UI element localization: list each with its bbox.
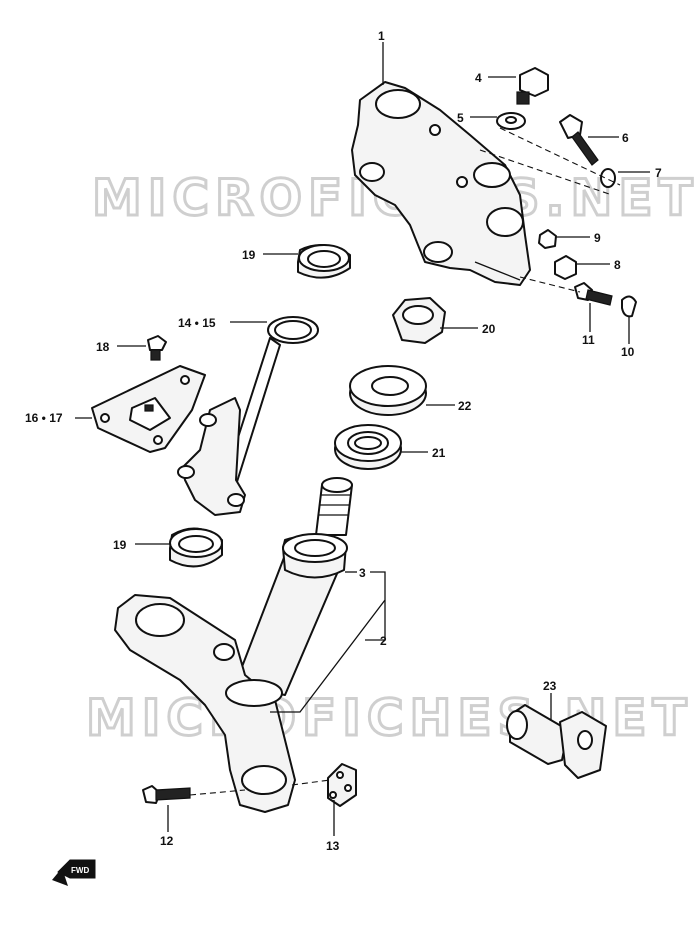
callout-12: 12 bbox=[160, 834, 174, 848]
nut-part-9 bbox=[538, 229, 557, 249]
callout-20: 20 bbox=[482, 322, 496, 336]
nut-part-20 bbox=[392, 297, 446, 344]
callout-21: 21 bbox=[432, 446, 446, 460]
callout-22: 22 bbox=[458, 399, 472, 413]
callout-4: 4 bbox=[475, 71, 482, 85]
callout-8: 8 bbox=[614, 258, 621, 272]
screw-part-18 bbox=[147, 335, 167, 361]
fwd-arrow-icon: FWD bbox=[52, 859, 96, 886]
callout-19-upper: 19 bbox=[242, 248, 256, 262]
steering-lock-part-23 bbox=[506, 704, 607, 779]
clamp-part-13 bbox=[327, 763, 357, 807]
callout-7: 7 bbox=[655, 166, 662, 180]
callout-16-17: 16 • 17 bbox=[25, 411, 63, 425]
callout-14-15: 14 • 15 bbox=[178, 316, 216, 330]
lower-bracket-stem-part-2 bbox=[114, 477, 353, 813]
callout-13: 13 bbox=[326, 839, 340, 853]
callout-5: 5 bbox=[457, 111, 464, 125]
callout-3: 3 bbox=[359, 566, 366, 580]
dust-seal-part-19-lower bbox=[169, 527, 223, 568]
plate-part-16-17 bbox=[91, 365, 206, 453]
bolt-part-11 bbox=[574, 282, 613, 306]
callout-11: 11 bbox=[582, 333, 595, 347]
bolt-part-4 bbox=[516, 67, 549, 105]
stem-tube-part-14-15 bbox=[177, 316, 319, 516]
callout-9: 9 bbox=[594, 231, 601, 245]
bolt-part-6 bbox=[559, 114, 599, 166]
callout-10: 10 bbox=[621, 345, 635, 359]
bearing-part-21 bbox=[334, 424, 402, 470]
upper-bracket-part-1 bbox=[351, 81, 531, 286]
callout-1: 1 bbox=[378, 29, 385, 43]
nut-part-8 bbox=[554, 255, 577, 280]
dust-seal-part-19-upper bbox=[297, 244, 351, 279]
callout-23: 23 bbox=[543, 679, 557, 693]
washer-part-10 bbox=[621, 295, 637, 318]
callout-19-lower: 19 bbox=[113, 538, 127, 552]
bolt-part-12 bbox=[142, 785, 191, 804]
washer-part-7 bbox=[600, 168, 616, 188]
callout-18: 18 bbox=[96, 340, 110, 354]
callout-6: 6 bbox=[622, 131, 629, 145]
bearing-race-part-3 bbox=[282, 533, 348, 579]
callout-2: 2 bbox=[380, 634, 387, 648]
bearing-part-22 bbox=[349, 365, 427, 416]
leader-lines bbox=[75, 42, 650, 836]
fwd-label: FWD bbox=[71, 866, 89, 875]
